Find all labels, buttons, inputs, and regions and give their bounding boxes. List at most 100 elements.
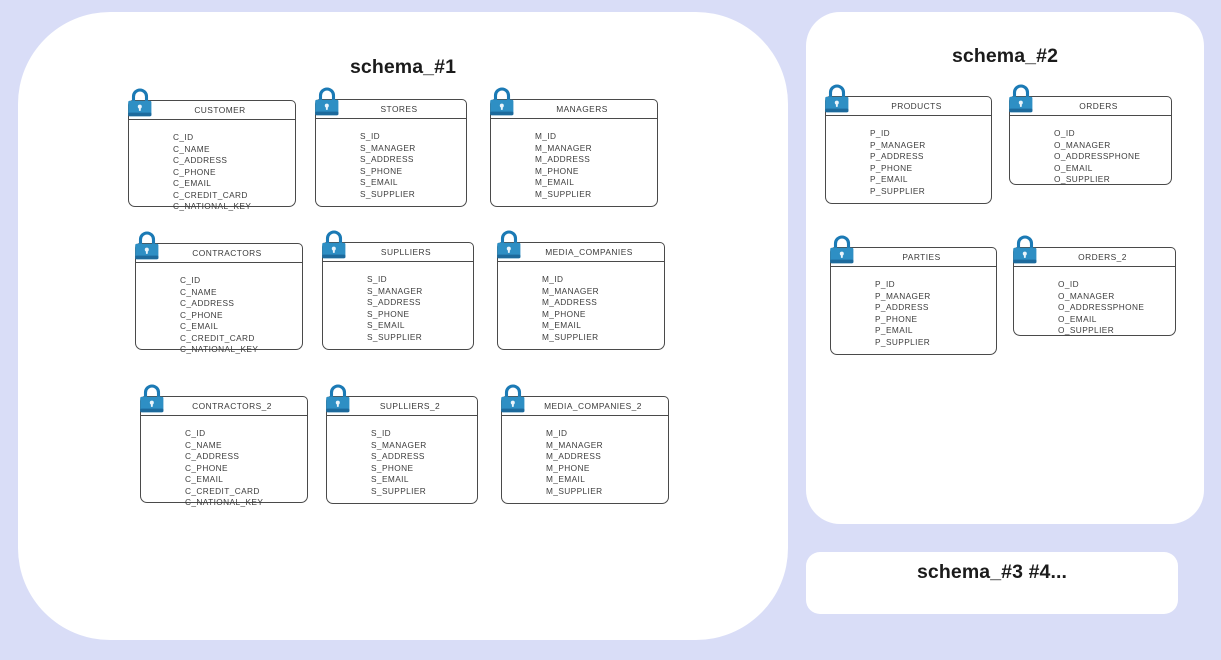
entity-table-header[interactable]: PARTIES bbox=[830, 247, 997, 267]
entity-field: S_ID bbox=[371, 428, 392, 438]
entity-table-name: PARTIES bbox=[902, 252, 941, 262]
entity-field: O_EMAIL bbox=[1054, 162, 1093, 173]
entity-field: S_ID bbox=[360, 131, 381, 141]
entity-table-name: PRODUCTS bbox=[891, 101, 942, 111]
entity-field: P_PHONE bbox=[875, 313, 918, 324]
entity-field: M_ADDRESS bbox=[546, 451, 602, 461]
lock-icon bbox=[495, 230, 523, 261]
entity-field: O_MANAGER bbox=[1058, 290, 1115, 301]
entity-field: S_EMAIL bbox=[360, 177, 398, 187]
entity-field: C_NATIONAL_KEY bbox=[185, 497, 264, 507]
entity-field: P_MANAGER bbox=[870, 139, 926, 150]
entity-field: S_ADDRESS bbox=[371, 451, 425, 461]
entity-table-header[interactable]: SUPLLIERS bbox=[322, 242, 474, 262]
entity-field: M_ADDRESS bbox=[535, 154, 591, 164]
entity-field: S_MANAGER bbox=[371, 439, 427, 450]
entity-field: P_ID bbox=[870, 128, 891, 138]
entity-field: M_SUPPLIER bbox=[535, 188, 592, 199]
entity-field: M_PHONE bbox=[535, 165, 579, 176]
entity-field: M_ADDRESS bbox=[542, 297, 598, 307]
entity-field: P_ID bbox=[875, 279, 896, 289]
entity-field: S_ADDRESS bbox=[367, 297, 421, 307]
entity-table-header[interactable]: ORDERS_2 bbox=[1013, 247, 1176, 267]
entity-table-name: MEDIA_COMPANIES_2 bbox=[544, 401, 642, 411]
entity-field: O_ID bbox=[1058, 279, 1079, 289]
entity-table-name: ORDERS bbox=[1079, 101, 1118, 111]
entity-field: S_PHONE bbox=[371, 462, 414, 473]
entity-field: P_MANAGER bbox=[875, 290, 931, 301]
entity-table-name: CONTRACTORS bbox=[192, 248, 262, 258]
entity-field: M_SUPPLIER bbox=[546, 485, 603, 496]
schema-panel-3[interactable]: schema_#3 #4... bbox=[806, 552, 1178, 614]
lock-icon bbox=[133, 231, 161, 262]
lock-icon bbox=[1007, 84, 1035, 115]
entity-field: P_SUPPLIER bbox=[870, 185, 926, 196]
entity-field: M_PHONE bbox=[546, 462, 590, 473]
entity-field: C_NAME bbox=[180, 286, 217, 297]
lock-icon bbox=[126, 88, 154, 119]
entity-field: S_ID bbox=[367, 274, 388, 284]
entity-field: C_NATIONAL_KEY bbox=[180, 344, 259, 354]
entity-field: C_NAME bbox=[185, 439, 222, 450]
schema-2-title: schema_#2 bbox=[951, 45, 1059, 67]
schema-3-title: schema_#3 #4... bbox=[916, 561, 1068, 583]
entity-field: S_PHONE bbox=[367, 308, 410, 319]
entity-field: O_ADDRESSPHONE bbox=[1054, 151, 1141, 161]
entity-table-header[interactable]: STORES bbox=[315, 99, 467, 119]
entity-field: M_MANAGER bbox=[535, 142, 593, 153]
entity-field: C_CREDIT_CARD bbox=[185, 485, 260, 496]
entity-field: C_ADDRESS bbox=[180, 298, 235, 308]
entity-table-name: SUPLLIERS_2 bbox=[379, 401, 441, 411]
entity-table-name: CONTRACTORS_2 bbox=[192, 401, 272, 411]
entity-field: S_SUPPLIER bbox=[371, 485, 427, 496]
entity-table-name: ORDERS_2 bbox=[1078, 252, 1127, 262]
entity-field: O_EMAIL bbox=[1058, 313, 1097, 324]
lock-icon bbox=[823, 84, 851, 115]
entity-field: S_MANAGER bbox=[360, 142, 416, 153]
lock-icon bbox=[313, 87, 341, 118]
entity-field: M_MANAGER bbox=[546, 439, 604, 450]
entity-field: O_SUPPLIER bbox=[1054, 174, 1111, 184]
entity-field: S_PHONE bbox=[360, 165, 403, 176]
entity-field: C_EMAIL bbox=[185, 474, 224, 484]
entity-field: C_ADDRESS bbox=[173, 155, 228, 165]
entity-table-header[interactable]: CUSTOMER bbox=[128, 100, 296, 120]
entity-field: C_EMAIL bbox=[173, 178, 212, 188]
entity-field: S_SUPPLIER bbox=[360, 188, 416, 199]
entity-field: M_EMAIL bbox=[535, 177, 575, 187]
entity-field: C_ID bbox=[180, 275, 201, 285]
entity-field: C_ID bbox=[185, 428, 206, 438]
lock-icon bbox=[1011, 235, 1039, 266]
entity-field: C_NATIONAL_KEY bbox=[173, 201, 252, 211]
entity-field: P_PHONE bbox=[870, 162, 913, 173]
entity-field: M_SUPPLIER bbox=[542, 331, 599, 342]
lock-icon bbox=[324, 384, 352, 415]
lock-icon bbox=[828, 235, 856, 266]
entity-field: M_PHONE bbox=[542, 308, 586, 319]
entity-field: M_EMAIL bbox=[542, 320, 582, 330]
entity-field: C_NAME bbox=[173, 143, 210, 154]
entity-field: M_EMAIL bbox=[546, 474, 586, 484]
